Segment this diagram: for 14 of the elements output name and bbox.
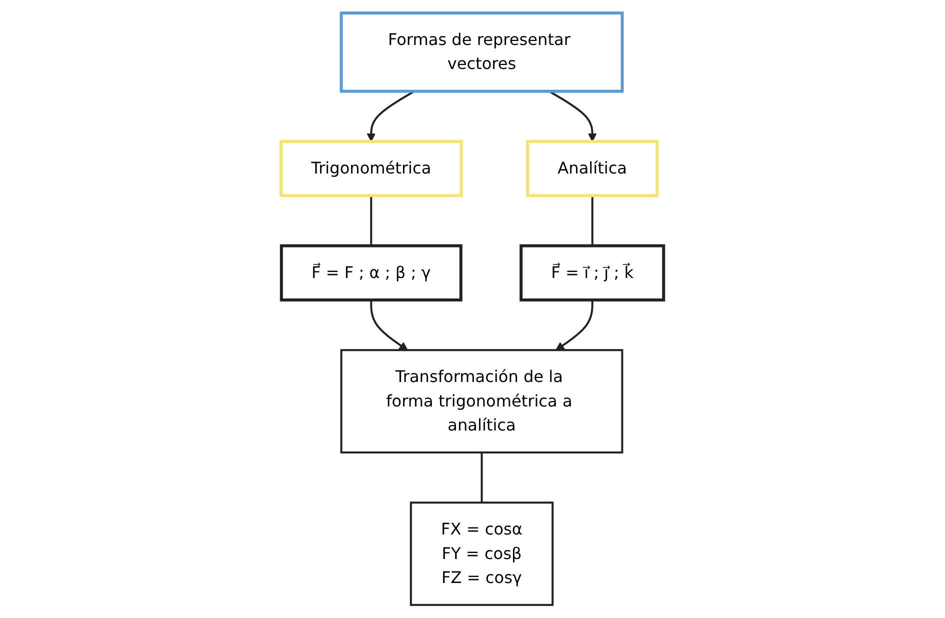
node-box: Transformación de la forma trigonométrica a analítica — [340, 349, 624, 454]
connector — [592, 196, 594, 246]
arrow — [370, 300, 408, 351]
node-box: Analítica — [526, 140, 659, 198]
connector — [370, 196, 372, 246]
connector — [480, 452, 483, 503]
node-box: Trigonométrica — [280, 140, 463, 198]
node-box: F⃗ = F ; α ; β ; γ — [280, 244, 463, 302]
arrow — [548, 90, 597, 142]
arrow — [366, 90, 416, 142]
node-box: F⃗ = i⃗ ; j⃗ ; k⃗ — [520, 244, 666, 302]
arrow — [556, 300, 594, 351]
node-box: FX = cosα FY = cosβ FZ = cosγ — [410, 502, 554, 606]
node-box: Formas de representar vectores — [340, 12, 624, 93]
